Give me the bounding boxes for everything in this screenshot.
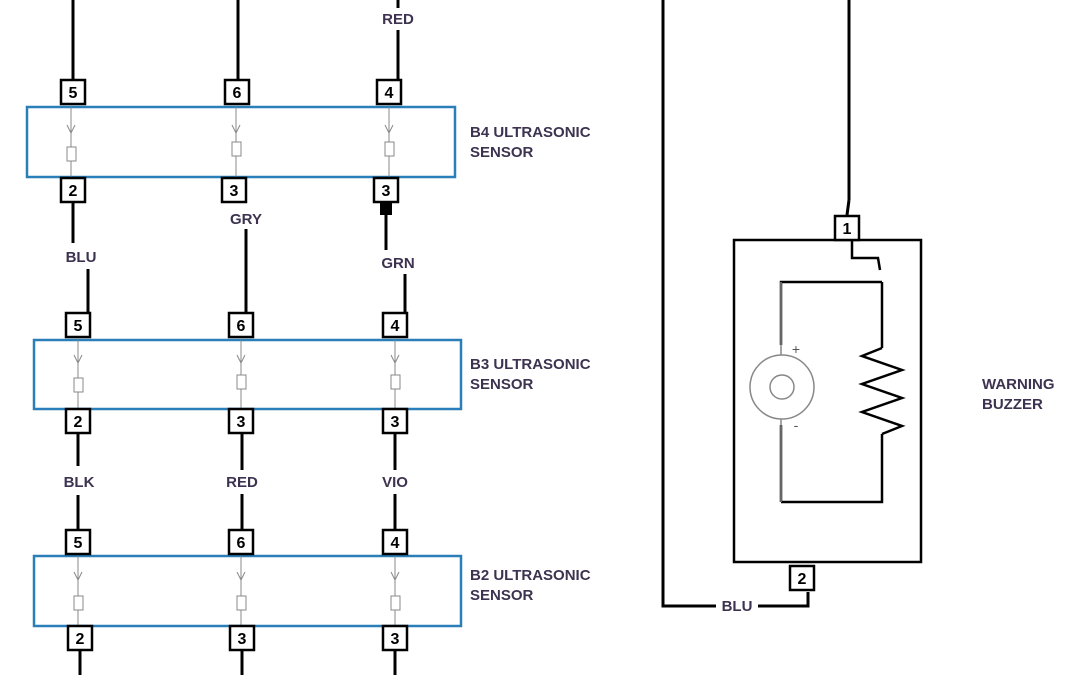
- wire-label-red-top: RED: [382, 11, 414, 28]
- plus-symbol: +: [792, 341, 800, 357]
- resistor-icon: [858, 282, 906, 484]
- pin-box: [64, 407, 92, 435]
- sensor-b4: 5 6 4 2 3 3 B4 ULTRASONIC SENSOR: [25, 78, 591, 204]
- sensor-b3-internals: [73, 340, 401, 409]
- pin-number: 4: [391, 535, 400, 552]
- buzzer-internal-lead: [850, 241, 882, 271]
- pin-number: 3: [237, 414, 246, 431]
- pin-number: 2: [69, 183, 78, 200]
- pin-number: 4: [391, 318, 400, 335]
- warning-buzzer: + - 1 2 WARNING BUZZER: [732, 214, 1055, 592]
- pin-box: [227, 311, 255, 339]
- pin-box: [64, 311, 92, 339]
- motor-icon: [749, 282, 815, 502]
- pin-box: [64, 528, 92, 556]
- pin-number: 5: [69, 85, 78, 102]
- pin-box: [228, 624, 256, 652]
- sensor-b4-label-line2: SENSOR: [470, 144, 534, 161]
- sensor-b3: 5 6 4 2 3 3 B3 ULTRASONIC SENSOR: [32, 311, 591, 435]
- wire-label-blu: BLU: [66, 249, 97, 266]
- pin-box: [227, 407, 255, 435]
- wire-label-grn: GRN: [381, 255, 414, 272]
- pin-number: 6: [237, 535, 246, 552]
- pin-number: 5: [74, 318, 83, 335]
- pin-number: 2: [74, 414, 83, 431]
- pin-number: 3: [382, 183, 391, 200]
- sensor-b4-internals: [66, 107, 395, 177]
- wire-color-labels: RED BLU GRY GRN BLK RED VIO BLU: [64, 11, 753, 615]
- buzzer-label-line1: WARNING: [982, 376, 1055, 393]
- sensor-b2-body: [32, 554, 463, 628]
- connector-plug: [380, 202, 392, 215]
- pin-number: 5: [74, 535, 83, 552]
- sensor-b3-label-line1: B3 ULTRASONIC: [470, 356, 591, 373]
- pin-number: 3: [391, 414, 400, 431]
- minus-symbol: -: [794, 417, 799, 433]
- pin-box: [833, 214, 861, 242]
- pin-box: [227, 528, 255, 556]
- sensor-b4-label-line1: B4 ULTRASONIC: [470, 124, 591, 141]
- pin-box: [381, 407, 409, 435]
- pin-box: [372, 176, 400, 204]
- wire-label-gry: GRY: [230, 211, 262, 228]
- buzzer-internal-bottom-rail: [781, 484, 884, 504]
- pin-box: [381, 528, 409, 556]
- pin-box: [66, 624, 94, 652]
- sensor-b2-label-line2: SENSOR: [470, 587, 534, 604]
- pin-number: 6: [237, 318, 246, 335]
- pin-number: 3: [230, 183, 239, 200]
- pin-box: [220, 176, 248, 204]
- wires: [71, 0, 851, 675]
- pin-number: 1: [843, 221, 852, 238]
- pin-number: 3: [238, 631, 247, 648]
- sensor-b2-label-line1: B2 ULTRASONIC: [470, 567, 591, 584]
- pin-number: 2: [798, 571, 807, 588]
- pin-box: [59, 78, 87, 106]
- pin-box: [788, 564, 816, 592]
- wire-label-blu-return: BLU: [722, 598, 753, 615]
- pin-box: [375, 78, 403, 106]
- wire-buzzer-feed-jog: [845, 199, 851, 216]
- pin-box: [381, 311, 409, 339]
- sensor-b2-internals: [73, 556, 401, 626]
- wire-label-vio: VIO: [382, 474, 408, 491]
- sensor-b3-label-line2: SENSOR: [470, 376, 534, 393]
- sensor-b2: 5 6 4 2 3 3 B2 ULTRASONIC SENSOR: [32, 528, 591, 652]
- pin-box: [223, 78, 251, 106]
- pin-box: [59, 176, 87, 204]
- buzzer-label-line2: BUZZER: [982, 396, 1043, 413]
- wire-buzzer-return-left: [661, 0, 716, 608]
- pin-number: 3: [391, 631, 400, 648]
- wire-label-blk: BLK: [64, 474, 95, 491]
- wire-buzzer-return-right: [758, 592, 810, 608]
- pin-number: 6: [233, 85, 242, 102]
- wire-label-red: RED: [226, 474, 258, 491]
- pin-box: [381, 624, 409, 652]
- pin-number: 4: [385, 85, 394, 102]
- pin-number: 2: [76, 631, 85, 648]
